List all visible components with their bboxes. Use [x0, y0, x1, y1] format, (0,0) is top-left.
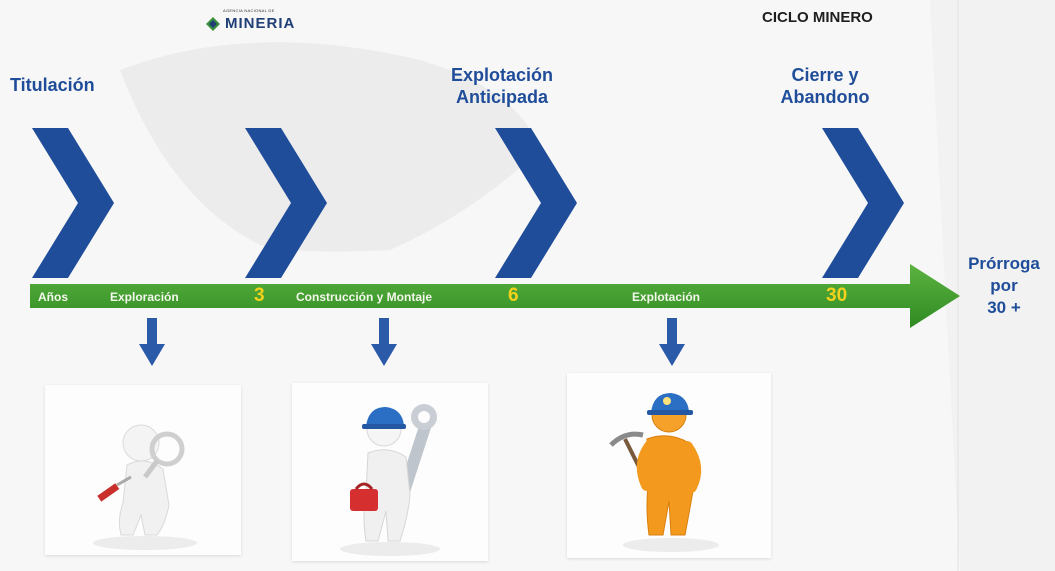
timeline-label-construccion: Construcción y Montaje	[296, 290, 433, 304]
logo-diamond-icon	[206, 17, 220, 31]
phase-cierre-line2: Abandono	[780, 87, 870, 107]
chevron-explotacion-icon	[495, 128, 577, 278]
wrench-worker-icon	[340, 404, 440, 556]
magnifier-figure-icon	[93, 424, 197, 550]
phase-cierre-line1: Cierre y	[791, 65, 859, 85]
phase-titulacion-text: Titulación	[10, 75, 95, 95]
miner-pickaxe-icon	[609, 393, 719, 552]
phase-explotacion-line2: Anticipada	[455, 87, 548, 107]
photo-construccion	[292, 383, 488, 561]
page-title: CICLO MINERO	[762, 9, 873, 26]
phase-label-titulacion: Titulación	[10, 74, 95, 96]
prorroga-label: Prórroga por 30 +	[957, 253, 1051, 319]
logo-agency-text: AGENCIA NACIONAL DE	[223, 8, 275, 13]
prorroga-line2: por	[990, 276, 1018, 295]
chevron-cierre-icon	[822, 128, 904, 278]
timeline-arrow-shape	[30, 264, 960, 328]
photo-explotacion	[567, 373, 771, 558]
down-arrow-explotacion-icon	[659, 318, 685, 366]
timeline-label-exploracion: Exploración	[110, 290, 179, 304]
chevron-titulacion-icon	[32, 128, 114, 278]
down-arrow-construccion-icon	[371, 318, 397, 366]
timeline-year-6: 6	[508, 285, 519, 306]
timeline-year-30: 30	[826, 285, 848, 306]
down-arrow-exploracion-icon	[139, 318, 165, 366]
photo-exploracion	[45, 385, 241, 555]
agency-logo: AGENCIA NACIONAL DE MINERIA	[205, 8, 295, 32]
phase-label-cierre: Cierre y Abandono	[760, 64, 890, 108]
timeline-label-anos: Años	[38, 290, 68, 304]
timeline-label-explotacion: Explotación	[632, 290, 701, 304]
timeline-arrow: Años Exploración 3 Construcción y Montaj…	[30, 264, 960, 328]
timeline-year-3: 3	[254, 285, 265, 306]
prorroga-line1: Prórroga	[968, 254, 1040, 273]
logo-wordmark: MINERIA	[225, 15, 296, 32]
prorroga-line3: 30 +	[987, 298, 1021, 317]
chevron-construccion-icon	[245, 128, 327, 278]
phase-explotacion-line1: Explotación	[450, 65, 553, 85]
phase-label-explotacion-anticipada: Explotación Anticipada	[432, 64, 572, 108]
